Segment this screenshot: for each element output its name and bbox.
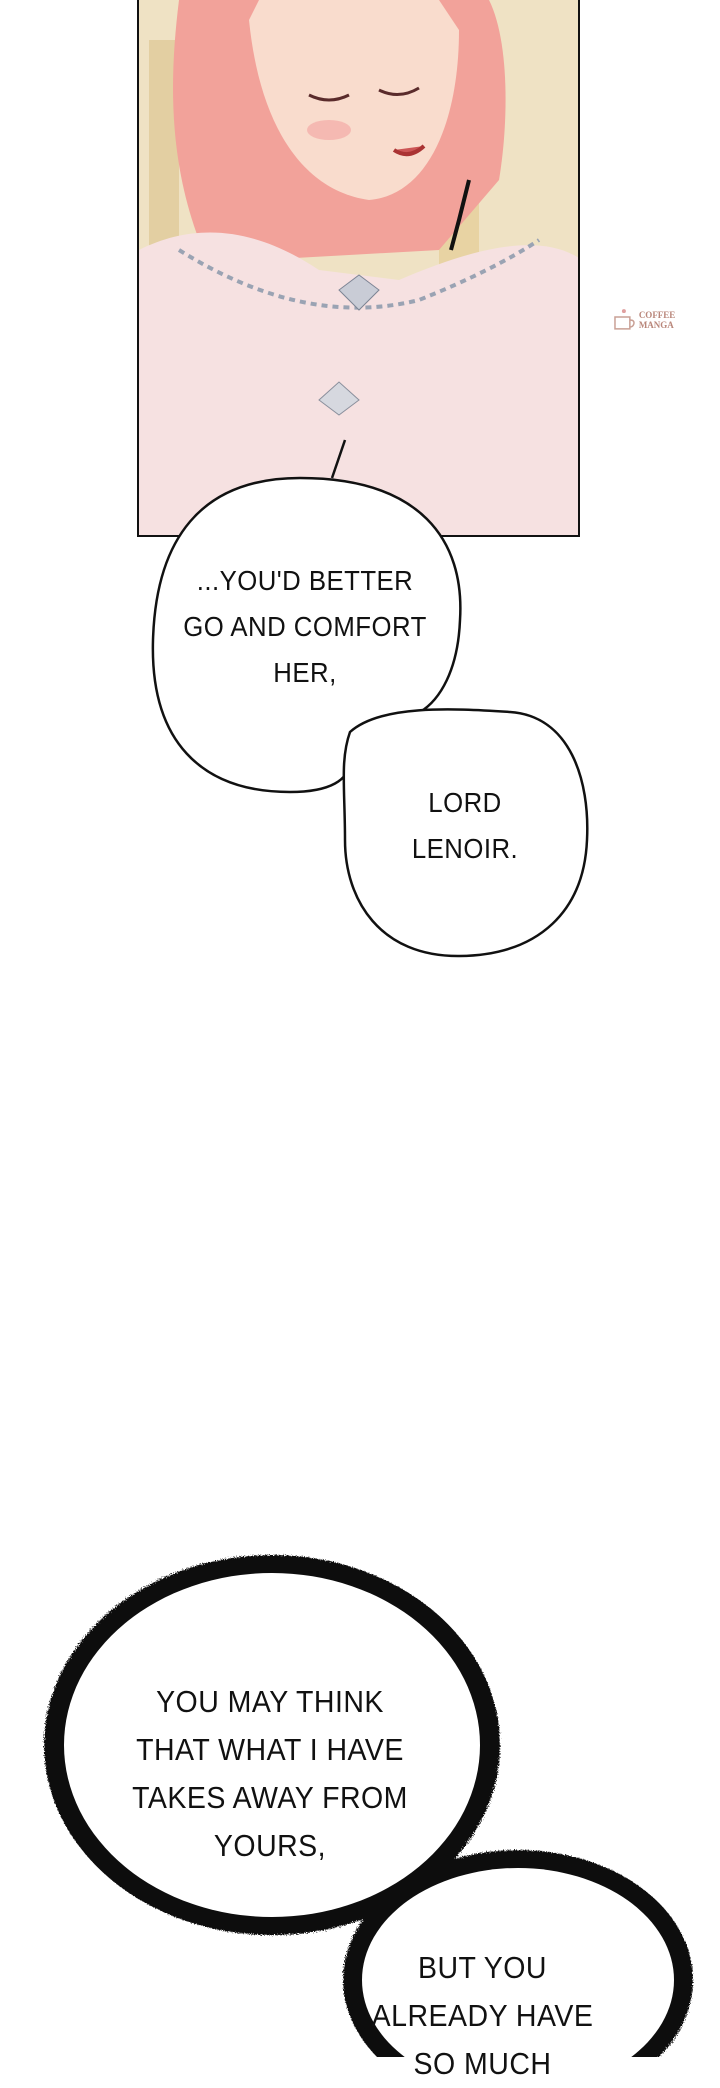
text-line: TAKES AWAY FROM [132,1780,408,1815]
text-line: SO MUCH [413,2046,552,2081]
bubble-2-text: LORD LENOIR. [378,780,553,872]
bubble-1-text: ...YOU'D BETTER GO AND COMFORT HER, [181,558,429,696]
speech-bubbles-top [151,439,589,958]
text-line: ...YOU'D BETTER [196,565,414,596]
text-line: YOU MAY THINK [156,1684,384,1719]
speech-bubble-2 [342,708,589,958]
text-line: LORD [428,787,502,818]
text-line: ALREADY HAVE [371,1998,594,2033]
coffee-cup-icon [614,309,635,330]
text-line: THAT WHAT I HAVE [136,1732,404,1767]
speech-tail [330,439,347,479]
text-line: LENOIR. [411,833,519,864]
bubble-3-text: YOU MAY THINK THAT WHAT I HAVE TAKES AWA… [114,1678,427,1870]
text-line: HER, [273,657,337,688]
girl-illustration [139,0,578,535]
spiky-bubbles [44,1555,693,2057]
watermark-text: COFFEE MANGA [638,310,676,330]
text-line: YOURS, [213,1828,327,1863]
comic-panel-illustration [137,0,580,537]
text-line: GO AND COMFORT [183,611,427,642]
text-line: BUT YOU [418,1950,547,1985]
watermark-logo: COFFEE MANGA [612,300,712,340]
bubble-4-text: BUT YOU ALREADY HAVE SO MUCH [361,1944,605,2088]
